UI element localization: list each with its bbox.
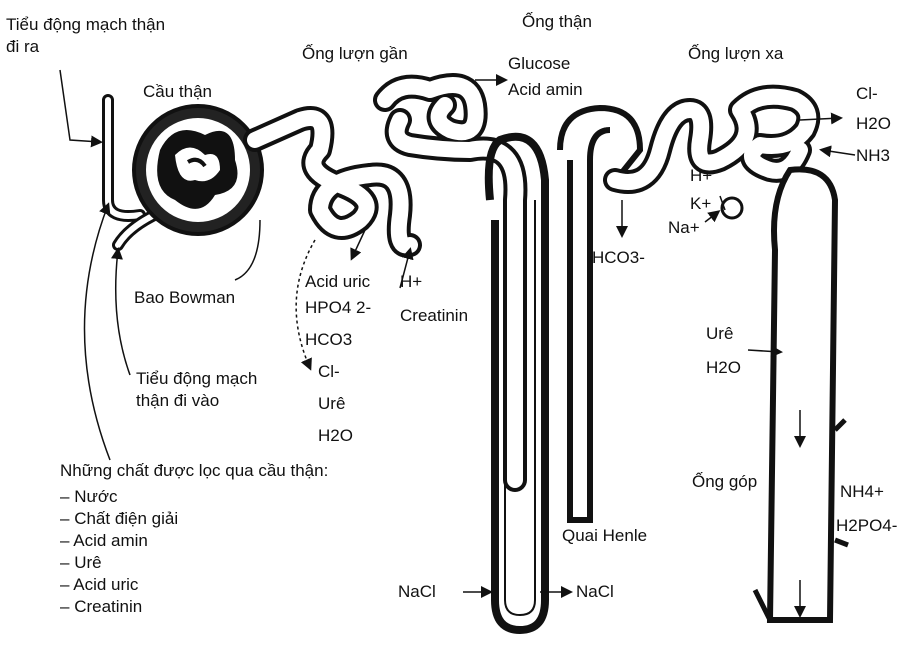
hco3-proximal-label: HCO3: [305, 330, 352, 350]
hco3-distal-label: HCO3-: [592, 248, 645, 268]
urea-collecting-label: Urê: [706, 324, 733, 344]
proximal-tubule-label: Ống lượn gần: [302, 44, 408, 64]
proximal-tubule: [255, 85, 515, 480]
filtered-item-amino-acid: Acid amin: [60, 530, 328, 552]
glucose-label: Glucose: [508, 54, 570, 74]
bowman-capsule-label: Bao Bowman: [134, 288, 235, 308]
collecting-duct: [755, 169, 848, 620]
nacl-out-label: NaCl: [576, 582, 614, 602]
filtered-item-creatinin: Creatinin: [60, 596, 328, 618]
h2o-collecting-label: H2O: [706, 358, 741, 378]
nh3-label: NH3: [856, 146, 890, 166]
h2o-proximal-label: H2O: [318, 426, 353, 446]
loop-of-henle-label: Quai Henle: [562, 526, 647, 546]
distal-tubule-label: Ống lượn xa: [688, 44, 783, 64]
cl-proximal-label: Cl-: [318, 362, 340, 382]
glomerulus-label: Cầu thận: [143, 82, 212, 102]
filtered-item-uric-acid: Acid uric: [60, 574, 328, 596]
filtered-list-heading: Những chất được lọc qua cầu thận:: [60, 460, 328, 482]
filtered-item-electrolytes: Chất điện giải: [60, 508, 328, 530]
h-ion-distal-label: H+: [690, 166, 712, 186]
uric-acid-label: Acid uric: [305, 272, 370, 292]
creatinin-proximal-label: Creatinin: [400, 306, 468, 326]
glomerulus: [134, 106, 262, 234]
renal-tubule-label: Ống thận: [522, 12, 592, 32]
filtered-substances-list: Những chất được lọc qua cầu thận: Nước C…: [60, 460, 328, 618]
filtered-item-urea: Urê: [60, 552, 328, 574]
h-ion-proximal-label: H+: [400, 272, 422, 292]
nacl-in-label: NaCl: [398, 582, 436, 602]
urea-proximal-label: Urê: [318, 394, 345, 414]
filtered-item-water: Nước: [60, 486, 328, 508]
h2po4-label: H2PO4-: [836, 516, 897, 536]
h2o-distal-label: H2O: [856, 114, 891, 134]
k-ion-label: K+: [690, 194, 711, 214]
nh4-label: NH4+: [840, 482, 884, 502]
efferent-arteriole-label: Tiểu động mạch thận đi ra: [6, 14, 181, 58]
collecting-duct-label: Ống góp: [692, 472, 757, 492]
hpo4-label: HPO4 2-: [305, 298, 371, 318]
cl-distal-label: Cl-: [856, 84, 878, 104]
amino-acid-label: Acid amin: [508, 80, 583, 100]
afferent-arteriole-label: Tiểu động mạch thận đi vào: [136, 368, 286, 412]
na-ion-label: Na+: [668, 218, 700, 238]
